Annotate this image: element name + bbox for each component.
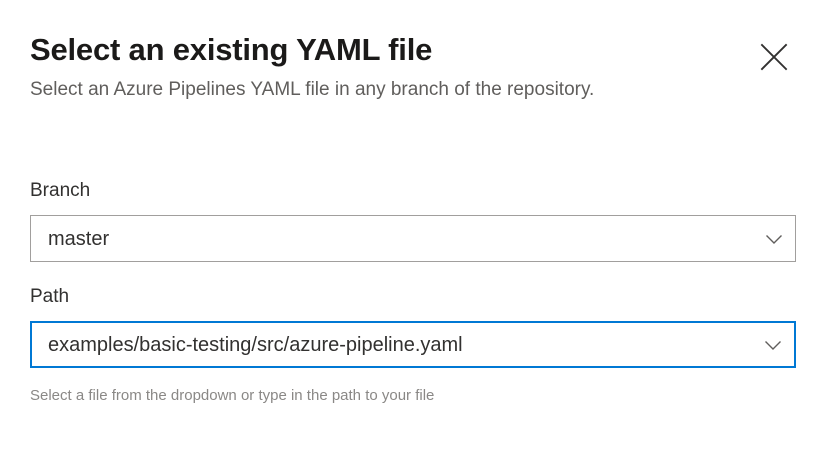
chevron-down-icon[interactable] (752, 334, 794, 356)
path-value[interactable]: examples/basic-testing/src/azure-pipelin… (48, 333, 463, 356)
chevron-down-icon[interactable] (753, 228, 795, 250)
path-dropdown[interactable]: examples/basic-testing/src/azure-pipelin… (30, 321, 796, 368)
close-icon (759, 42, 789, 72)
page-title: Select an existing YAML file (30, 32, 433, 67)
close-button[interactable] (750, 33, 798, 81)
panel-header: Select an existing YAML file Select an A… (30, 30, 730, 105)
branch-dropdown[interactable]: master (30, 215, 796, 262)
branch-field-block: Branch master (30, 178, 796, 262)
branch-value: master (48, 227, 110, 250)
path-hint-text: Select a file from the dropdown or type … (30, 387, 435, 404)
yaml-file-form: Branch master Path examples/basic-testin… (30, 178, 796, 407)
path-field-block: Path examples/basic-testing/src/azure-pi… (30, 284, 796, 407)
panel-subtitle: Select an Azure Pipelines YAML file in a… (30, 79, 595, 100)
branch-label: Branch (30, 180, 91, 201)
path-label: Path (30, 286, 70, 307)
